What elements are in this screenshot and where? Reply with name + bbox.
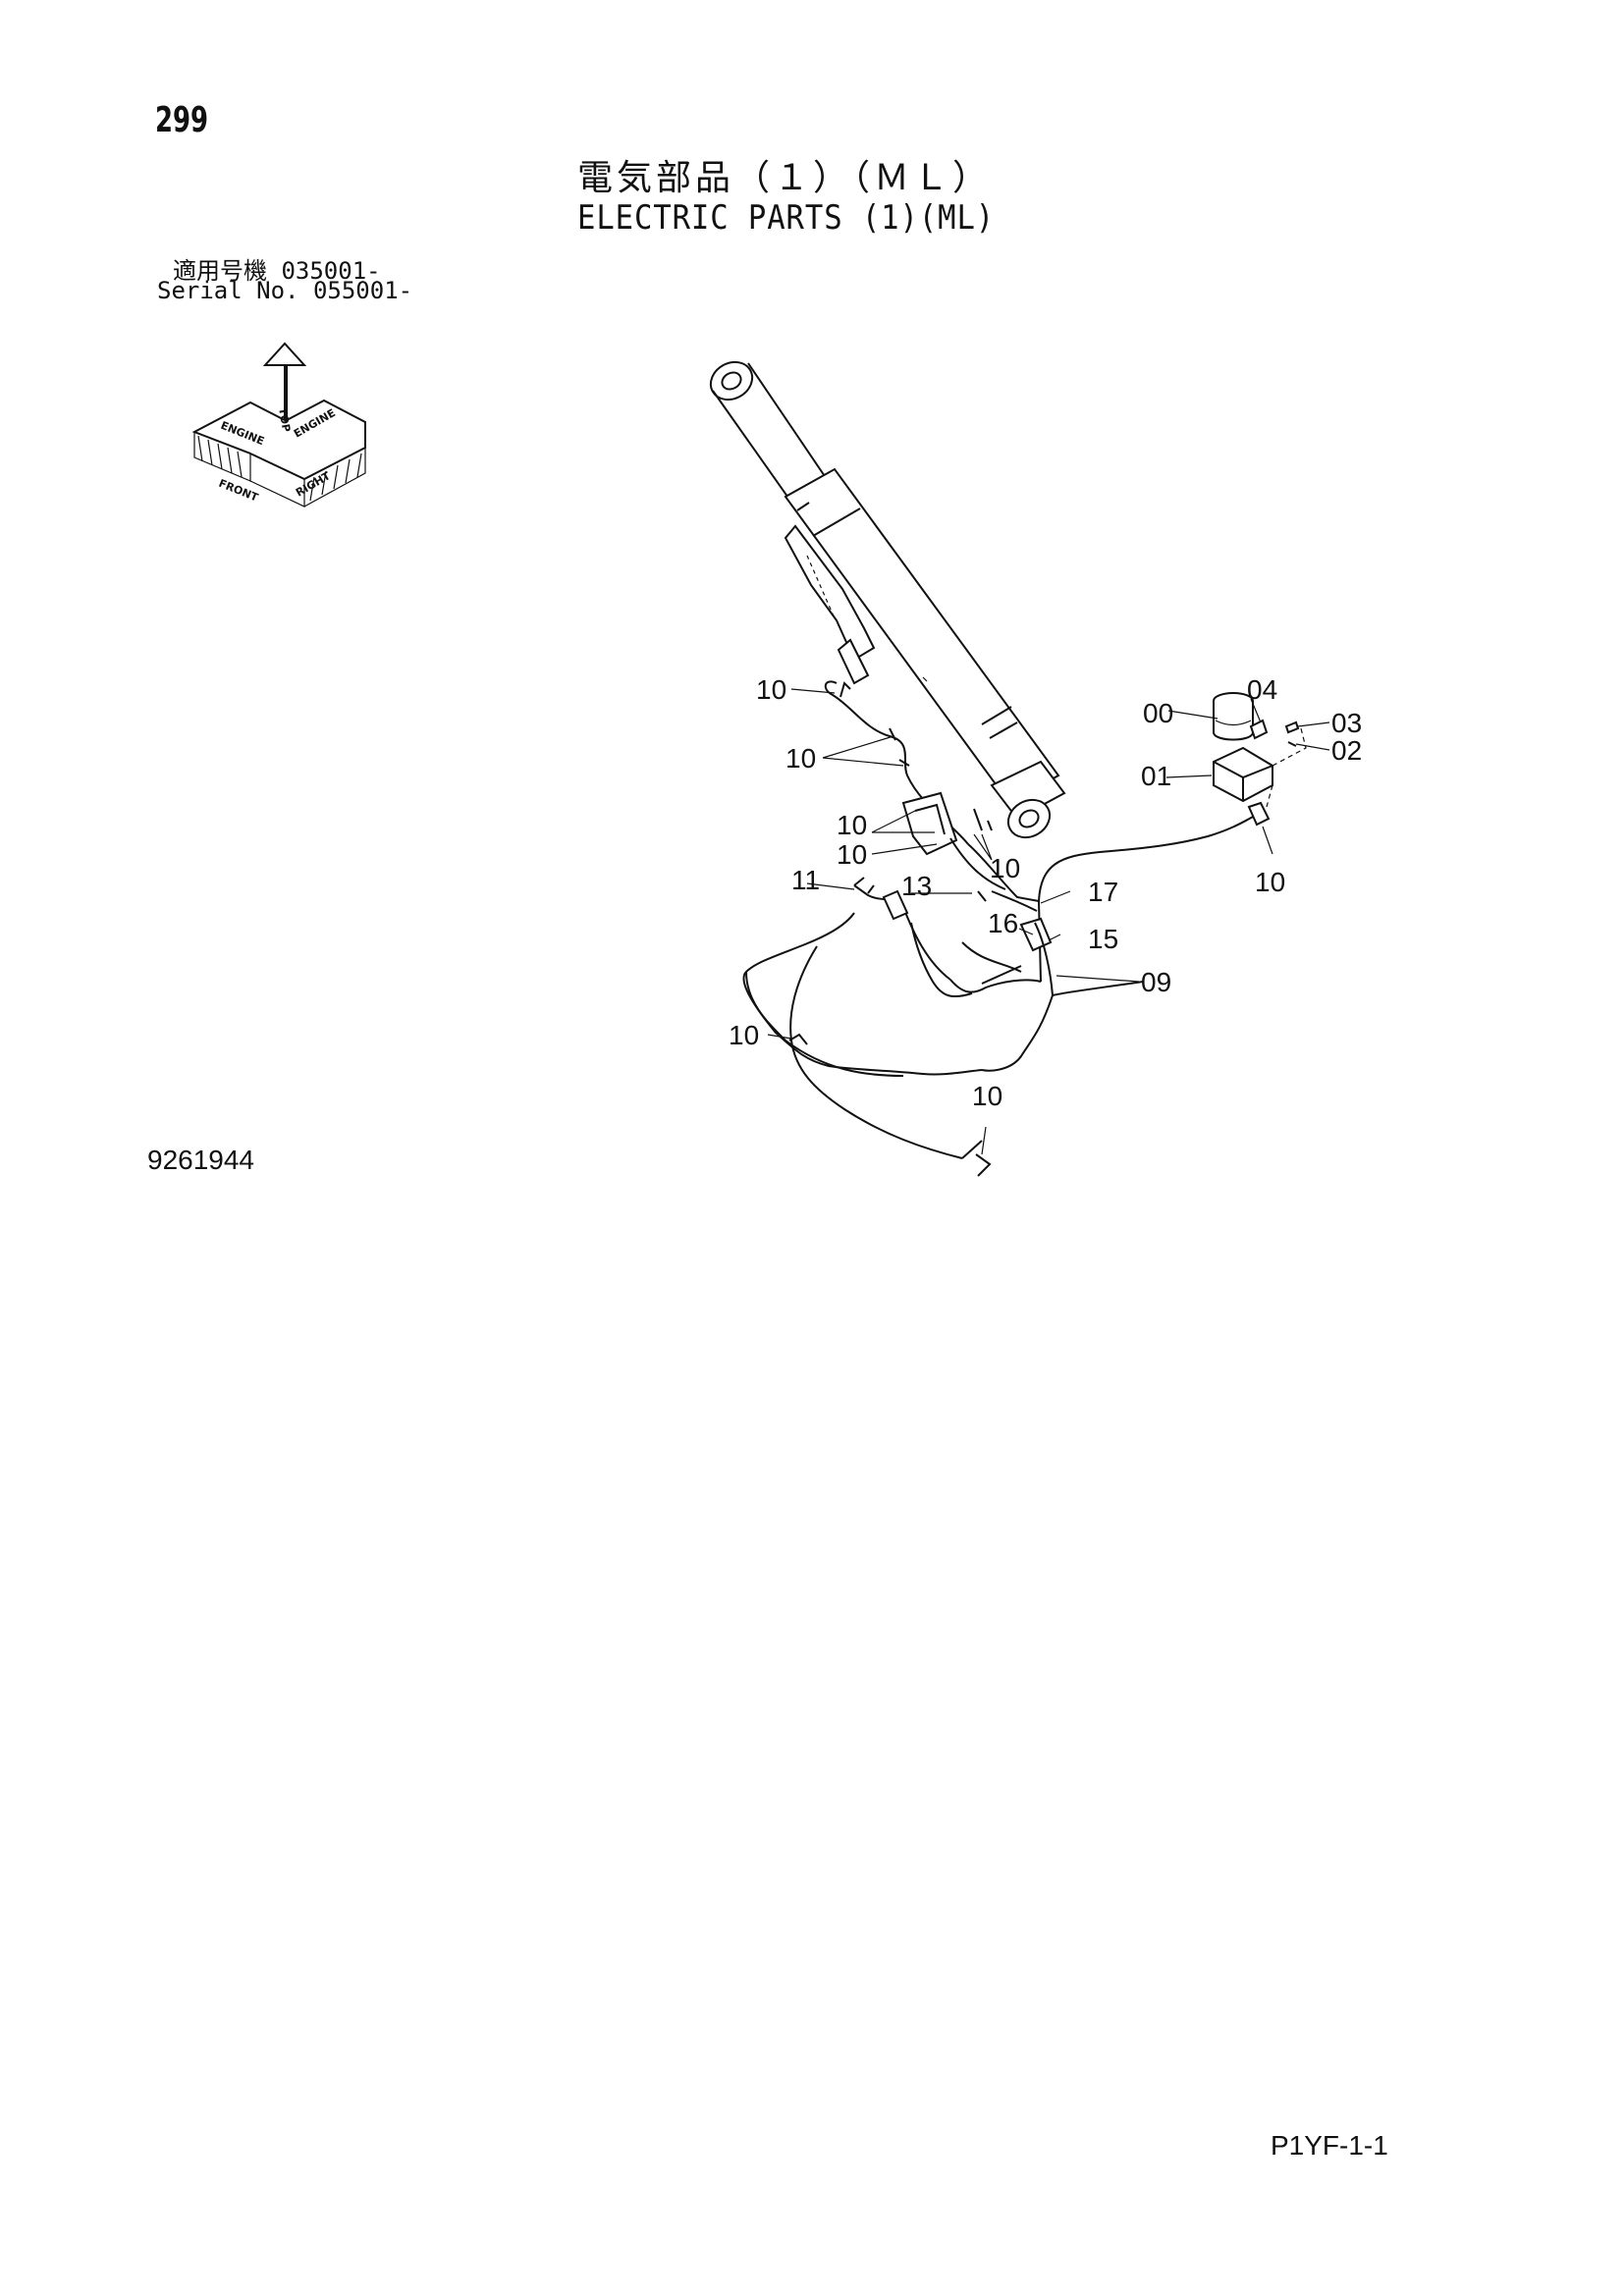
callout-10-bracket-lower: 10 [837, 839, 867, 870]
callout-13: 13 [901, 871, 932, 901]
callout-10-bottom: 10 [972, 1081, 1002, 1111]
orientation-icon: FRONT RIGHT TOP ENGINE ENGINE [191, 342, 366, 507]
callout-16: 16 [988, 908, 1018, 938]
orientation-top-label: TOP [276, 406, 293, 433]
callout-02: 02 [1331, 735, 1362, 766]
callout-10-pair: 10 [785, 743, 816, 774]
callout-11: 11 [791, 865, 820, 895]
lower-harness-drawing [742, 816, 1254, 1177]
callout-17: 17 [1088, 877, 1118, 907]
page-title-japanese: 電気部品（１）（ＭＬ） [577, 158, 993, 198]
callout-10-left: 10 [729, 1020, 759, 1050]
callout-09: 09 [1141, 967, 1171, 997]
callout-10-bracket-upper: 10 [837, 810, 867, 840]
callout-10-top: 10 [756, 674, 786, 705]
drawing-number: 9261944 [147, 1145, 255, 1175]
callout-01: 01 [1141, 761, 1171, 791]
leader-lines [767, 688, 1330, 1155]
serial-range-japanese: 適用号機 035001- [173, 257, 381, 285]
page-number: 299 [155, 100, 209, 140]
sheet-code: P1YF-1-1 [1271, 2130, 1388, 2161]
serial-range-english: Serial No. 055001- [157, 277, 413, 304]
orientation-engine-right-label: ENGINE [292, 406, 338, 441]
callout-labels: 00 01 02 03 04 09 10 10 10 10 10 10 10 1… [729, 674, 1362, 1111]
boom-cylinder-drawing [709, 360, 1066, 839]
callout-10-lamp: 10 [1255, 867, 1285, 897]
callout-04: 04 [1247, 674, 1277, 705]
boom-harness-drawing [824, 680, 1040, 902]
orientation-front-label: FRONT [217, 477, 260, 505]
callout-15: 15 [1088, 924, 1118, 954]
page-title-english: ELECTRIC PARTS (1)(ML) [577, 198, 996, 238]
callout-10-mid: 10 [990, 853, 1020, 883]
work-lamp-drawing [1213, 692, 1307, 827]
callout-03: 03 [1331, 708, 1362, 738]
callout-00: 00 [1143, 698, 1173, 728]
